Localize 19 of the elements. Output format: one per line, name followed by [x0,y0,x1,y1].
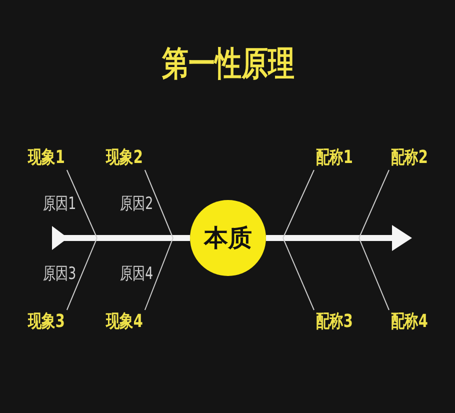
branch-line [144,238,174,310]
branch-line [282,238,314,310]
spine-arrow [52,226,190,250]
branch-label: 现象2 [106,147,143,169]
branch-line [66,170,98,238]
branch-label: 配称1 [316,147,353,169]
branch-label: 配称2 [391,147,428,169]
branch-line [66,238,98,310]
branch-line [282,170,314,238]
branch-line [358,238,390,310]
branch-line [358,170,390,238]
title: 第一性原理 [162,44,294,84]
branch-label: 配称4 [391,311,428,333]
branch-line [144,170,174,238]
branch-label: 现象3 [28,311,65,333]
branch-label: 现象4 [106,311,143,333]
branch-label: 配称3 [316,311,353,333]
branch-label: 现象1 [28,147,65,169]
spine-arrow [266,225,412,251]
